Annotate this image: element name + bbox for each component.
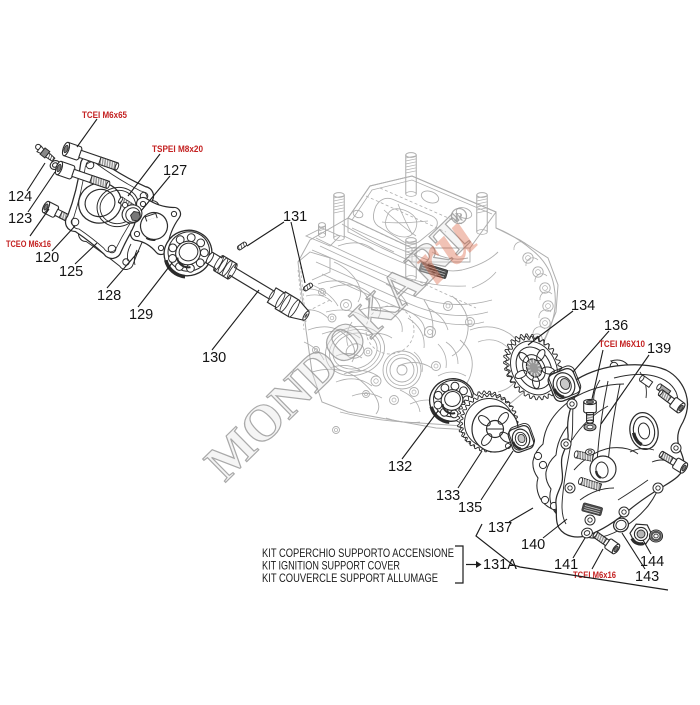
svg-text:143: 143	[635, 569, 659, 585]
svg-text:136: 136	[604, 318, 628, 334]
svg-text:128: 128	[97, 288, 121, 304]
svg-text:TCEO M6x16: TCEO M6x16	[6, 239, 51, 250]
svg-text:TSPEI M8x20: TSPEI M8x20	[152, 144, 203, 155]
svg-text:132: 132	[388, 459, 412, 475]
svg-text:KIT IGNITION SUPPORT COVER: KIT IGNITION SUPPORT COVER	[262, 559, 400, 573]
svg-text:139: 139	[647, 341, 671, 357]
svg-text:130: 130	[202, 350, 226, 366]
svg-text:133: 133	[436, 488, 460, 504]
svg-text:KIT COUVERCLE SUPPORT ALLUMAGE: KIT COUVERCLE SUPPORT ALLUMAGE	[262, 571, 438, 585]
svg-text:131: 131	[283, 209, 307, 225]
svg-text:TCEI M6X10: TCEI M6X10	[599, 339, 645, 350]
svg-text:140: 140	[521, 537, 545, 553]
svg-text:123: 123	[8, 211, 32, 227]
svg-text:125: 125	[59, 264, 83, 280]
svg-text:135: 135	[458, 500, 482, 516]
svg-text:134: 134	[571, 298, 595, 314]
svg-text:TCEI M6x65: TCEI M6x65	[82, 110, 128, 121]
svg-text:KIT COPERCHIO SUPPORTO ACCENSI: KIT COPERCHIO SUPPORTO ACCENSIONE	[262, 546, 454, 560]
svg-text:129: 129	[129, 307, 153, 323]
svg-text:137: 137	[488, 520, 512, 536]
svg-text:R: R	[455, 210, 464, 224]
svg-text:TCEI M6x16: TCEI M6x16	[573, 570, 616, 581]
svg-text:141: 141	[554, 557, 578, 573]
svg-text:144: 144	[640, 554, 664, 570]
svg-text:127: 127	[163, 163, 187, 179]
svg-text:124: 124	[8, 189, 32, 205]
svg-text:120: 120	[35, 250, 59, 266]
